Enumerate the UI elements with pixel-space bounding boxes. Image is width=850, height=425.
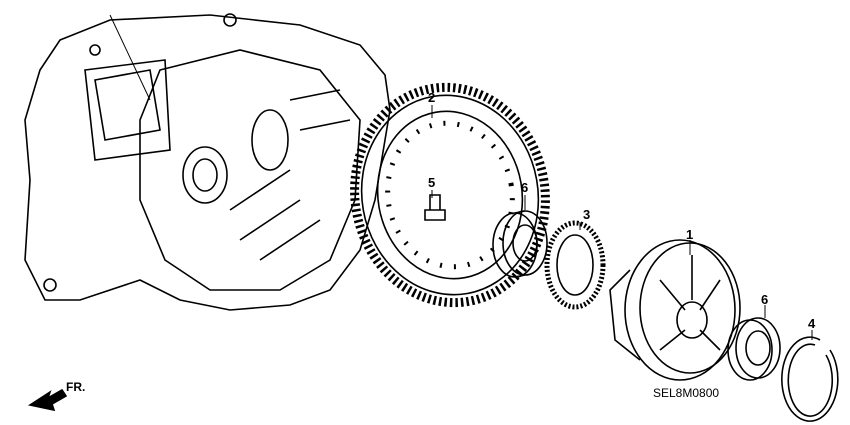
- final-driven-gear: [350, 82, 550, 308]
- front-direction-arrow: [27, 388, 68, 412]
- differential-assembly: [609, 239, 741, 381]
- callout-2: 2: [428, 90, 436, 105]
- bearing-right: [727, 317, 781, 381]
- pulser-ring: [544, 220, 606, 310]
- callout-3: 3: [583, 207, 591, 222]
- diagram-code: SEL8M0800: [653, 386, 720, 400]
- callout-4: 4: [808, 316, 816, 331]
- transmission-housing: [24, 13, 391, 311]
- callout-5: 5: [428, 175, 436, 190]
- bolt: [424, 194, 446, 221]
- callout-6-left: 6: [521, 180, 529, 195]
- callout-6-right: 6: [761, 292, 769, 307]
- bearing-left: [492, 210, 548, 278]
- callout-1: 1: [686, 227, 694, 242]
- snap-ring: [781, 336, 839, 422]
- front-direction-label: FR.: [66, 380, 86, 394]
